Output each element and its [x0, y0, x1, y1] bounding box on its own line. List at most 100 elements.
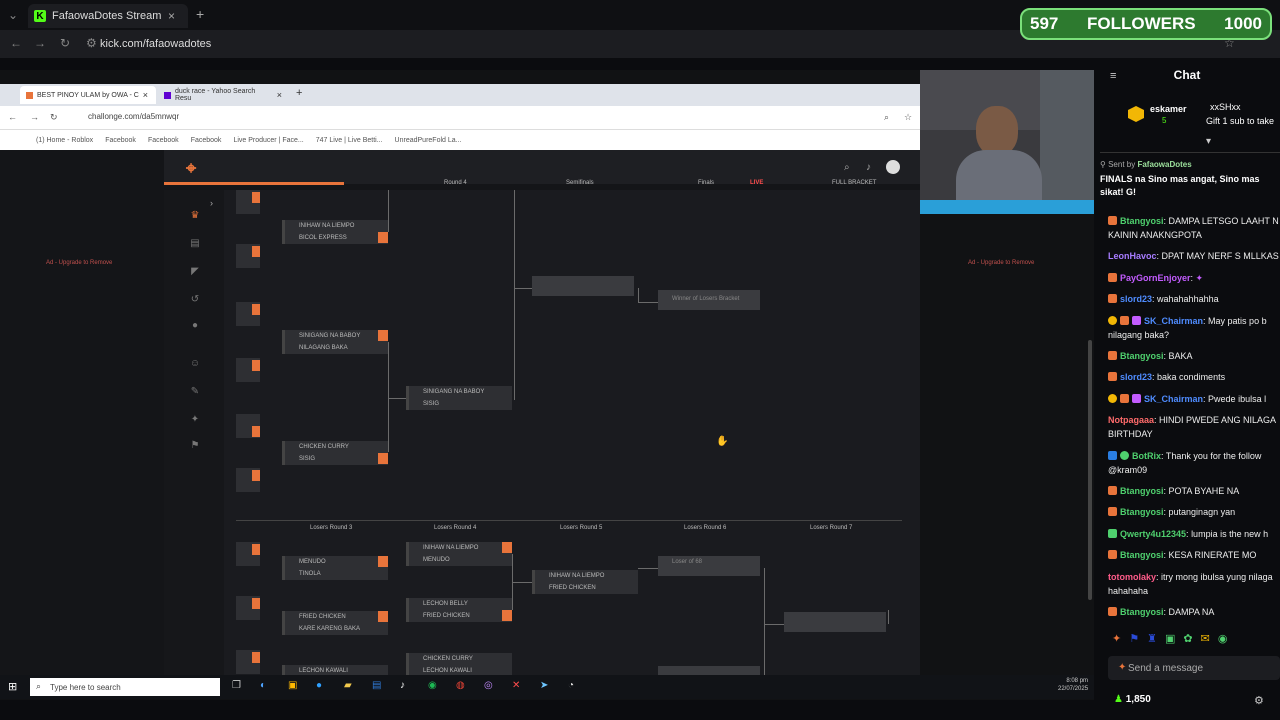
close-icon[interactable]: × [276, 90, 282, 100]
emote-icon[interactable]: ♜ [1147, 633, 1165, 645]
outlook-icon[interactable]: ▤ [372, 680, 382, 691]
windows-start-icon[interactable]: ⊞ [8, 681, 18, 693]
obs-icon[interactable]: ◔ [568, 680, 575, 691]
chat-username[interactable]: Qwerty4u12345 [1120, 529, 1187, 539]
chat-message[interactable]: BotRix: Thank you for the follow @kram09 [1108, 451, 1262, 475]
chat-username[interactable]: Btangyosi [1120, 486, 1164, 496]
bookmark-item[interactable]: Facebook [147, 136, 179, 144]
emote-icon[interactable]: ⚑ [1129, 633, 1148, 645]
app-icon[interactable]: ● [316, 680, 323, 691]
chat-message[interactable]: Notpagaaa: HINDI PWEDE ANG NILAGA BIRTHD… [1108, 415, 1276, 439]
bracket-canvas[interactable] [224, 190, 920, 675]
edge-icon[interactable]: ◐ [260, 680, 267, 691]
emote-picker-icon[interactable]: ✦ [1118, 662, 1127, 673]
spotify-icon[interactable]: ◉ [428, 680, 437, 691]
chat-message[interactable]: Btangyosi: DAMPA NA [1108, 605, 1280, 619]
match-partial[interactable] [236, 468, 260, 492]
top-gifter-name[interactable]: eskamer [1150, 104, 1187, 114]
chat-message[interactable]: SK_Chairman: Pwede ibulsa l [1108, 392, 1280, 406]
gift-sub-button[interactable]: Gift 1 sub to take [1206, 116, 1275, 126]
chat-message[interactable]: Btangyosi: DAMPA LETSGO LAAHT N KAININ A… [1108, 216, 1279, 240]
match-partial[interactable] [236, 414, 260, 438]
emote-icon[interactable]: ✿ [1183, 633, 1201, 645]
inner-back-icon[interactable]: ← [8, 112, 17, 122]
chevron-right-icon[interactable]: › [210, 198, 213, 208]
chat-message-input[interactable]: Send a message [1108, 656, 1280, 680]
new-tab-icon[interactable]: + [196, 6, 205, 22]
location-icon[interactable]: ● [191, 320, 199, 331]
chat-message[interactable]: LeonHavoc: DPAT MAY NERF S MLLKAS [1108, 251, 1279, 261]
app-icon[interactable]: ✕ [512, 680, 521, 691]
match-card[interactable]: SINIGANG NA BABOY NILAGANG BAKA [282, 330, 388, 354]
site-info-icon[interactable]: ⚙ [86, 36, 97, 50]
reload-icon[interactable]: ↻ [60, 36, 71, 50]
telegram-icon[interactable]: ➤ [540, 680, 549, 691]
discord-icon[interactable]: ◎ [484, 680, 493, 691]
tab-list-icon[interactable]: ⌄ [8, 8, 19, 22]
inner-url[interactable]: challonge.com/da5mnwqr [88, 112, 180, 121]
match-card[interactable]: LECHON BELLY FRIED CHICKEN [406, 598, 512, 622]
chat-message[interactable]: Btangyosi: putanginagn yan [1108, 505, 1280, 519]
emote-icon[interactable]: ◉ [1217, 633, 1236, 645]
match-card[interactable]: MENUDO TINOLA [282, 556, 388, 580]
inner-forward-icon[interactable]: → [30, 112, 39, 122]
announcement-icon[interactable]: ◤ [191, 266, 199, 277]
chat-message[interactable]: Btangyosi: POTA BYAHE NA [1108, 484, 1280, 498]
bookmark-item[interactable]: Live Producer | Face... [233, 136, 304, 144]
chat-username[interactable]: PayGornEnjoyer [1120, 273, 1191, 283]
taskbar-clock[interactable]: 8:08 pm 22/07/2025 [1058, 677, 1088, 693]
chat-username[interactable]: Notpagaaa [1108, 415, 1155, 425]
chat-message[interactable]: PayGornEnjoyer: ✦ [1108, 271, 1280, 285]
forward-icon[interactable]: → [34, 36, 46, 50]
match-partial[interactable] [236, 302, 260, 326]
chat-message[interactable]: Qwerty4u12345: lumpia is the new h [1108, 527, 1280, 541]
history-icon[interactable]: ↺ [190, 294, 200, 305]
match-partial[interactable] [236, 596, 260, 620]
notification-icon[interactable]: ♪ [866, 162, 871, 173]
bookmark-item[interactable]: (1) Home - Roblox [36, 136, 94, 144]
match-partial[interactable] [236, 542, 260, 566]
finals-match-winner-losers[interactable]: Winner of Losers Bracket [658, 290, 760, 310]
close-icon[interactable]: × [142, 90, 149, 100]
losers-match-empty[interactable] [658, 666, 760, 675]
inner-tab-yahoo[interactable]: duck race - Yahoo Search Resu × [158, 86, 288, 104]
losers-match-pending[interactable]: Loser of 68 [658, 556, 760, 576]
top-user-name[interactable]: xxSHxx [1210, 102, 1241, 112]
search-icon[interactable]: ⌕ [844, 162, 850, 173]
chat-username[interactable]: Btangyosi [1120, 607, 1164, 617]
flag-icon[interactable]: ⚑ [190, 440, 200, 451]
page-scrollbar[interactable] [1088, 340, 1092, 600]
back-icon[interactable]: ← [10, 36, 22, 50]
chevron-down-icon[interactable]: ▾ [1206, 136, 1212, 147]
chat-message[interactable]: Btangyosi: KESA RINERATE MO [1108, 548, 1280, 562]
store-icon[interactable]: ▣ [288, 680, 298, 691]
emote-icon[interactable]: ✦ [1112, 633, 1130, 645]
chrome-icon[interactable]: ◍ [456, 680, 465, 691]
chat-username[interactable]: LeonHavoc [1108, 251, 1157, 261]
finals-match-empty[interactable] [532, 276, 634, 296]
tiktok-icon[interactable]: ♪ [400, 680, 405, 691]
collapse-chat-icon[interactable]: ≡ [1110, 70, 1117, 82]
bookmark-item[interactable]: UnreadPureFold La... [394, 136, 462, 144]
settings-wrench-icon[interactable]: ✦ [190, 414, 200, 425]
match-partial[interactable] [236, 650, 260, 674]
match-partial[interactable] [236, 244, 260, 268]
match-card[interactable]: INIHAW NA LIEMPO MENUDO [406, 542, 512, 566]
avatar[interactable] [886, 160, 900, 174]
bookmark-star-icon[interactable]: ☆ [1224, 36, 1235, 50]
match-card[interactable]: CHICKEN CURRY SISIG [282, 441, 388, 465]
challonge-logo-icon[interactable]: ⌖ [186, 158, 197, 178]
inner-tab-challonge[interactable]: BEST PINOY ULAM by OWA - C × [20, 86, 156, 104]
emote-icon[interactable]: ▣ [1164, 633, 1184, 645]
full-bracket-button[interactable]: FULL BRACKET [832, 180, 877, 186]
participants-icon[interactable]: ☺ [189, 358, 201, 369]
chat-username[interactable]: Btangyosi [1120, 351, 1164, 361]
outer-tab-kick[interactable]: K FafaowaDotes Stream - Watch L × [28, 4, 188, 28]
inner-star-icon[interactable]: ☆ [904, 112, 913, 122]
chat-username[interactable]: Btangyosi [1120, 507, 1164, 517]
chat-message[interactable]: slord23: wahahahhahha [1108, 292, 1280, 306]
inner-search-icon[interactable]: ⌕ [884, 112, 890, 122]
edit-icon[interactable]: ✎ [190, 386, 200, 397]
inner-new-tab-icon[interactable]: + [296, 87, 303, 99]
chat-message[interactable]: Btangyosi: BAKA [1108, 349, 1280, 363]
